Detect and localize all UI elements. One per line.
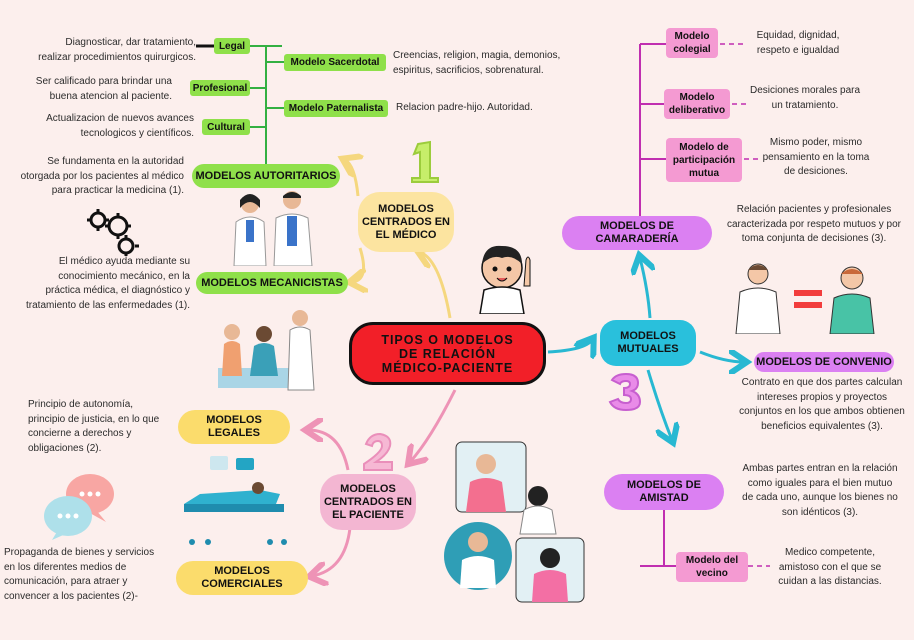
modelo-participacion-node: Modelo de participación mutua xyxy=(666,138,742,182)
cultural-desc: Actualizacion de nuevos avances tecnolog… xyxy=(46,113,194,139)
amistad-desc: Ambas partes entran en la relación como … xyxy=(742,463,898,518)
number-one-icon xyxy=(406,140,442,184)
chat-bubbles-icon xyxy=(44,470,116,540)
centrados-medico-node: MODELOS CENTRADOS EN EL MÉDICO xyxy=(358,192,454,252)
legal-node: Legal xyxy=(214,38,250,54)
doctor-equals-patient-illustration xyxy=(732,260,886,335)
modelos-amistad-node: MODELOS DE AMISTAD xyxy=(604,474,724,510)
modelos-autoritarios-node: MODELOS AUTORITARIOS xyxy=(192,164,340,188)
doctor-character-illustration xyxy=(472,238,538,315)
gears-icon xyxy=(84,206,148,256)
legal-desc: Diagnosticar, dar tratamiento, realizar … xyxy=(38,37,196,63)
modelos-convenio-node: MODELOS DE CONVENIO xyxy=(754,352,894,372)
modelos-mecanicistas-node: MODELOS MECANICISTAS xyxy=(196,272,348,294)
doctors-illustration xyxy=(222,186,326,267)
autoritarios-desc: Se fundamenta en la autoridad otorgada p… xyxy=(20,156,184,196)
sacerdotal-node: Modelo Sacerdotal xyxy=(284,54,386,71)
profesional-node: Profesional xyxy=(190,80,250,96)
centrados-paciente-node: MODELOS CENTRADOS EN EL PACIENTE xyxy=(320,474,416,530)
convenio-desc: Contrato en que dos partes calculan inte… xyxy=(739,377,905,432)
modelos-mutuales-node: MODELOS MUTUALES xyxy=(600,320,696,366)
modelo-vecino-node: Modelo del vecino xyxy=(676,552,748,582)
paternalista-node: Modelo Paternalista xyxy=(284,100,388,117)
profesional-desc: Ser calificado para brindar una buena at… xyxy=(35,76,172,102)
legales-desc: Principio de autonomía, principio de jus… xyxy=(28,399,160,454)
telemedicine-illustration xyxy=(438,438,590,606)
mecanicistas-desc: El médico ayuda mediante su conocimiento… xyxy=(26,256,190,311)
modelos-comerciales-node: MODELOS COMERCIALES xyxy=(176,561,308,595)
modelos-legales-node: MODELOS LEGALES xyxy=(178,410,290,444)
colegial-desc: Equidad, dignidad, respeto e igualdad xyxy=(756,30,840,56)
center-title: TIPOS O MODELOS DE RELACIÓN MÉDICO-PACIE… xyxy=(349,322,546,385)
patient-consult-illustration xyxy=(214,306,326,392)
hospital-bed-illustration xyxy=(180,454,290,550)
comerciales-desc: Propaganda de bienes y servicios en los … xyxy=(4,547,155,602)
modelos-camaraderia-node: MODELOS DE CAMARADERÍA xyxy=(562,216,712,250)
participacion-desc: Mismo poder, mismo pensamiento en la tom… xyxy=(762,137,870,177)
modelo-colegial-node: Modelo colegial xyxy=(666,28,718,58)
paternalista-desc: Relacion padre-hijo. Autoridad. xyxy=(396,102,533,113)
vecino-desc: Medico competente, amistoso con el que s… xyxy=(778,547,882,587)
deliberativo-desc: Desiciones morales para un tratamiento. xyxy=(749,85,861,111)
cultural-node: Cultural xyxy=(202,119,250,135)
camaraderia-desc: Relación pacientes y profesionales carac… xyxy=(727,204,901,244)
modelo-deliberativo-node: Modelo deliberativo xyxy=(664,89,730,119)
number-three-icon xyxy=(606,372,644,412)
number-two-icon xyxy=(360,432,396,472)
sacerdotal-desc: Creencias, religion, magia, demonios, es… xyxy=(393,50,561,76)
